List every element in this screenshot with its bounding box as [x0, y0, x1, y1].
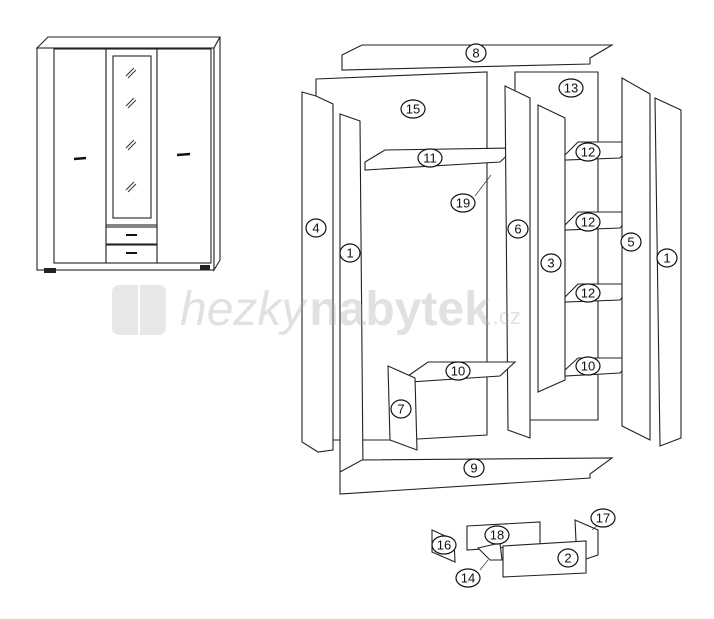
- callout-circle: [400, 99, 426, 119]
- part-label-callout: 8: [465, 43, 487, 63]
- part-number: 13: [564, 81, 578, 96]
- part-label-callout: 3: [540, 253, 562, 273]
- part-number: 7: [397, 402, 404, 417]
- part-label-callout: 12: [575, 142, 601, 162]
- part-number: 12: [581, 286, 595, 301]
- callout-circle: [575, 212, 601, 232]
- part-number: 17: [596, 511, 610, 526]
- part-number: 16: [437, 538, 451, 553]
- part-label-callout: 17: [590, 508, 616, 528]
- part-label-callout: 4: [305, 218, 327, 238]
- part-number: 6: [514, 222, 521, 237]
- part-number: 1: [663, 251, 670, 266]
- callout-circle: [507, 219, 529, 239]
- callout-circle: [445, 361, 471, 381]
- callout-circle: [455, 568, 481, 588]
- part-number: 12: [581, 215, 595, 230]
- part-label-callout: 9: [463, 458, 485, 478]
- part-number: 2: [564, 551, 571, 566]
- wardrobe-thumbnail: [35, 36, 221, 273]
- callout-circle: [557, 548, 579, 568]
- part-number: 3: [547, 256, 554, 271]
- part-label-callout: 19: [450, 193, 476, 213]
- part-number: 11: [423, 151, 437, 166]
- part-label-callout: 6: [507, 219, 529, 239]
- part-number: 5: [627, 235, 634, 250]
- part-label-callout: 5: [620, 232, 642, 252]
- part-label-callout: 7: [390, 399, 412, 419]
- part-number: 15: [406, 102, 420, 117]
- part-label-callout: 15: [400, 99, 426, 119]
- callout-circle: [465, 43, 487, 63]
- callout-circle: [339, 243, 361, 263]
- part-number: 9: [470, 461, 477, 476]
- part-number: 12: [581, 145, 595, 160]
- callout-circle: [656, 248, 678, 268]
- part-number: 8: [472, 46, 479, 61]
- part-number: 14: [461, 571, 475, 586]
- callout-circle: [450, 193, 476, 213]
- callout-circle: [305, 218, 327, 238]
- part-label-callout: 1: [339, 243, 361, 263]
- part-label-callout: 12: [575, 212, 601, 232]
- part-number: 18: [490, 528, 504, 543]
- part-number: 10: [581, 359, 595, 374]
- part-label-callout: 1: [656, 248, 678, 268]
- callout-circle: [390, 399, 412, 419]
- callout-circle: [431, 535, 457, 555]
- part-label-callout: 16: [431, 535, 457, 555]
- part-number: 19: [456, 196, 470, 211]
- part-label-callout: 2: [557, 548, 579, 568]
- callout-circle: [558, 78, 584, 98]
- callout-circle: [540, 253, 562, 273]
- part-number: 1: [346, 246, 353, 261]
- callout-circle: [417, 148, 443, 168]
- part-label-callout: 10: [575, 356, 601, 376]
- callout-circle: [575, 142, 601, 162]
- callout-circle: [590, 508, 616, 528]
- callout-circle: [575, 283, 601, 303]
- part-number: 10: [451, 364, 465, 379]
- exploded-parts: [301, 44, 682, 578]
- callout-circle: [484, 525, 510, 545]
- part-label-callout: 10: [445, 361, 471, 381]
- callout-circle: [620, 232, 642, 252]
- part-label-callout: 11: [417, 148, 443, 168]
- part-label-callout: 18: [484, 525, 510, 545]
- callout-circle: [575, 356, 601, 376]
- part-number: 4: [312, 221, 319, 236]
- part-label-callout: 13: [558, 78, 584, 98]
- callout-circle: [463, 458, 485, 478]
- part-label-callout: 12: [575, 283, 601, 303]
- part-label-callout: 14: [455, 568, 481, 588]
